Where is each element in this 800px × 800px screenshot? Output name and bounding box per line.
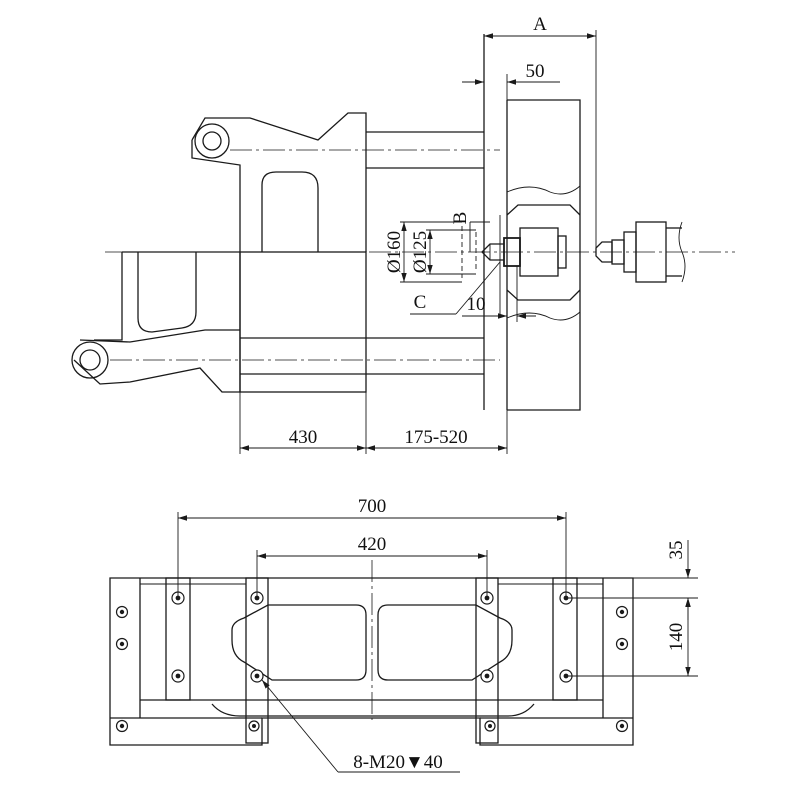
upper-pin-outer	[194, 123, 230, 159]
inner-cutouts	[211, 604, 535, 717]
injection-unit	[595, 221, 686, 283]
dim-a: A	[484, 14, 597, 252]
nozzle-assembly	[461, 226, 567, 278]
frame-hole	[615, 719, 629, 733]
upper-toggle-arm	[191, 112, 500, 252]
thread-hole	[171, 669, 185, 683]
dim-700: 700	[177, 496, 567, 598]
dim-420: 420	[256, 534, 488, 598]
lower-pin-inner	[79, 349, 101, 371]
dim-50-label: 50	[526, 61, 545, 82]
leader-c: C	[410, 261, 501, 315]
dim-50: 50	[462, 61, 560, 100]
dim-diameters: Ø160 Ø125	[384, 221, 476, 283]
side-view: A 50 B Ø160 Ø125	[71, 14, 735, 454]
dim-bottom: 430 175-520	[239, 392, 508, 454]
leader-c-label: C	[414, 292, 427, 313]
dim-700-label: 700	[358, 496, 387, 517]
dim-right: 35 140	[566, 540, 698, 677]
dim-b: B	[450, 212, 490, 252]
dim-range-label: 175-520	[404, 427, 467, 448]
frame-hole	[615, 637, 629, 651]
plan-view: 700 420 35 140 8-M20▼40	[109, 496, 698, 773]
tie-bars	[240, 131, 484, 375]
lower-toggle-arm	[71, 251, 500, 393]
dim-35-label: 35	[666, 541, 687, 560]
dim-10: 10	[462, 266, 536, 322]
dim-10-label: 10	[467, 294, 486, 315]
dim-140-label: 140	[666, 623, 687, 652]
dim-420-label: 420	[358, 534, 387, 555]
frame-hole	[115, 605, 129, 619]
thread-hole	[480, 669, 494, 683]
fixed-platen	[483, 34, 581, 411]
upper-pin-inner	[202, 131, 222, 151]
thread-hole	[250, 669, 264, 683]
dim-430-label: 430	[289, 427, 318, 448]
thread-note-label: 8-M20▼40	[353, 752, 443, 773]
frame-hole	[615, 605, 629, 619]
dim-d125-label: Ø125	[410, 231, 431, 273]
frame-hole	[115, 719, 129, 733]
dim-d160-label: Ø160	[384, 231, 405, 273]
base-frame	[109, 577, 634, 746]
frame-hole	[248, 720, 260, 732]
dim-a-label: A	[533, 14, 547, 35]
lower-pin-outer	[71, 341, 109, 379]
dim-b-label: B	[450, 212, 471, 225]
frame-hole	[484, 720, 496, 732]
thread-note: 8-M20▼40	[261, 679, 460, 773]
moving-platen-body	[239, 251, 367, 393]
frame-hole	[115, 637, 129, 651]
